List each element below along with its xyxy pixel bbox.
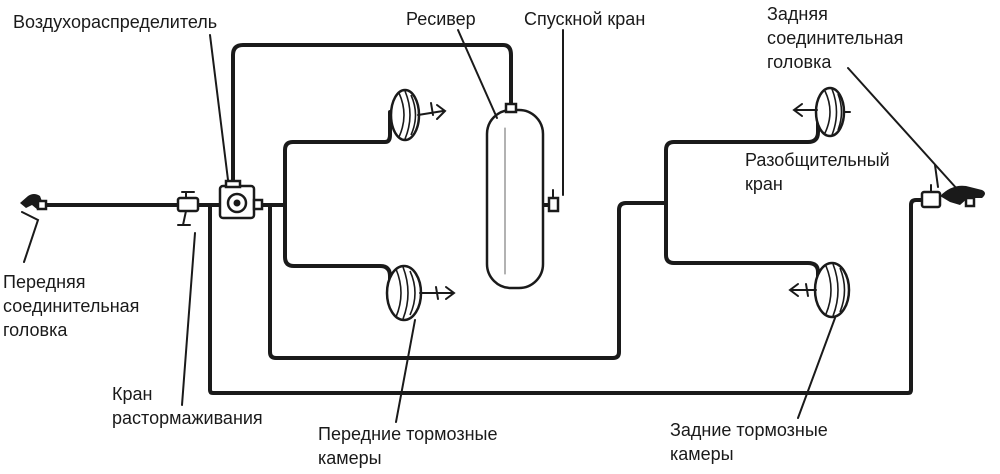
label-front-coupling-line1: Передняя (3, 272, 86, 292)
label-air-distributor: Воздухораспределитель (13, 12, 218, 32)
rear-brake-chamber-lower (788, 261, 851, 319)
label-rear-coupling-line3: головка (767, 52, 832, 72)
label-release-valve-line1: Кран (112, 384, 153, 404)
distributor-receiver-pipe (231, 43, 513, 187)
front-brake-chamber-upper (389, 88, 447, 142)
front-coupling-head (20, 194, 48, 211)
label-rear-coupling-line1: Задняя (767, 4, 828, 24)
rear-brake-chamber-upper (792, 86, 851, 138)
label-disconnect-valve-line2: кран (745, 174, 783, 194)
rear-coupling-head (940, 185, 985, 208)
label-rear-chambers-line1: Задние тормозные (670, 420, 828, 440)
rear-chambers-pipe (268, 116, 820, 360)
main-brake-line (38, 198, 927, 395)
label-rear-coupling-line2: соединительная (767, 28, 904, 48)
drain-valve (547, 189, 560, 213)
label-front-chambers-line1: Передние тормозные (318, 424, 498, 444)
label-rear-chambers-line2: камеры (670, 444, 734, 464)
label-front-chambers-line2: камеры (318, 448, 382, 468)
label-disconnect-valve-line1: Разобщительный (745, 150, 890, 170)
label-drain-valve: Спускной кран (524, 9, 646, 29)
front-brake-chamber-lower (385, 264, 456, 322)
receiver-tank (485, 102, 545, 290)
release-valve (176, 191, 200, 226)
air-distributor (218, 179, 264, 220)
leader-lines (21, 29, 959, 423)
label-front-coupling-line3: головка (3, 320, 68, 340)
disconnect-valve (920, 184, 942, 209)
front-chambers-pipe (283, 110, 392, 290)
label-front-coupling-line2: соединительная (3, 296, 140, 316)
label-receiver: Ресивер (406, 9, 476, 29)
label-release-valve-line2: растормаживания (112, 408, 263, 428)
